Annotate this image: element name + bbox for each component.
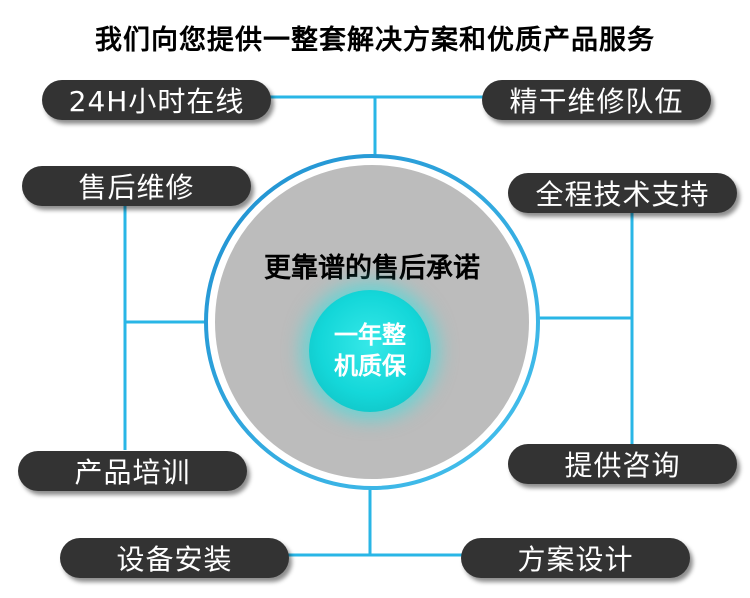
service-training: 产品培训 <box>18 451 247 491</box>
service-repair-team: 精干维修队伍 <box>482 80 711 120</box>
service-design: 方案设计 <box>461 538 690 578</box>
service-24h-online: 24H小时在线 <box>42 80 271 120</box>
central-circle-ring <box>204 154 540 490</box>
promise-heading: 更靠谱的售后承诺 <box>264 253 480 284</box>
page-title: 我们向您提供一整套解决方案和优质产品服务 <box>95 25 655 56</box>
service-after-sales: 售后维修 <box>22 166 251 206</box>
service-consulting: 提供咨询 <box>508 444 737 484</box>
connector-left <box>123 205 207 450</box>
connector-bottom <box>288 478 462 557</box>
warranty-line-1: 一年整 <box>334 321 406 349</box>
service-installation: 设备安装 <box>60 538 289 578</box>
warranty-line-2: 机质保 <box>334 352 406 380</box>
service-tech-support: 全程技术支持 <box>508 173 737 213</box>
warranty-badge: 一年整 机质保 <box>309 290 431 412</box>
connector-right <box>536 212 634 445</box>
